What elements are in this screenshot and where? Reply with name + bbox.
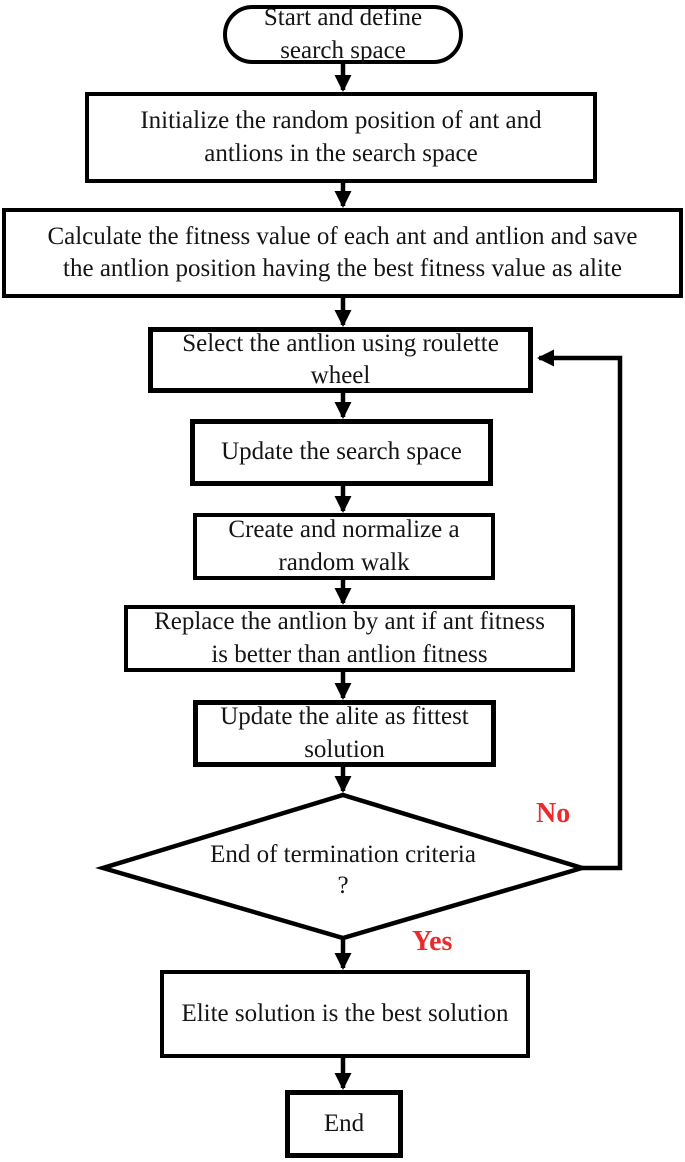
node-select-antlion: Select the antlion using roulette wheel <box>148 327 533 393</box>
node-calculate-fitness: Calculate the fitness value of each ant … <box>2 208 683 298</box>
decision-diamond <box>95 792 590 941</box>
node-update-search-space: Update the search space <box>190 419 493 486</box>
edge-label-no: No <box>536 798 571 829</box>
node-end: End <box>285 1090 403 1158</box>
node-replace-antlion: Replace the antlion by ant if ant fitnes… <box>124 605 575 672</box>
node-update-elite: Update the alite as fittest solution <box>193 700 496 767</box>
node-random-walk: Create and normalize a random walk <box>193 513 495 580</box>
node-start: Start and define search space <box>223 4 463 64</box>
node-elite-solution: Elite solution is the best solution <box>160 970 530 1058</box>
arrow-no-feedback <box>537 349 623 871</box>
node-termination-decision: End of termination criteria ? <box>210 840 476 899</box>
edge-label-yes: Yes <box>412 926 453 957</box>
node-initialize: Initialize the random position of ant an… <box>85 92 597 183</box>
